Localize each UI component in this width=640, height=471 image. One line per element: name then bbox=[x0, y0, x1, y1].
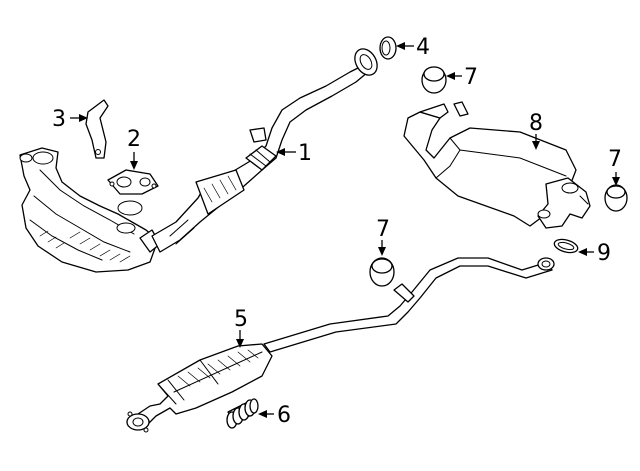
callout-8: 8 bbox=[529, 111, 543, 136]
muffler bbox=[403, 101, 591, 229]
exhaust-manifold bbox=[19, 147, 161, 273]
callout-9: 9 bbox=[597, 241, 611, 266]
callout-7-right: 7 bbox=[608, 147, 622, 172]
manifold-gasket bbox=[107, 169, 159, 195]
catalytic-converter-pipe bbox=[126, 343, 273, 433]
callout-3: 3 bbox=[52, 107, 66, 132]
callout-7-upper: 7 bbox=[464, 65, 478, 90]
tailpipe-gasket bbox=[553, 238, 579, 254]
flange-gasket bbox=[379, 36, 397, 60]
front-exhaust-pipe bbox=[151, 48, 378, 253]
intermediate-pipe bbox=[263, 257, 555, 353]
callout-leaders bbox=[70, 42, 620, 418]
callout-6: 6 bbox=[277, 403, 291, 428]
callout-1: 1 bbox=[298, 141, 312, 166]
callout-labels: 1 2 3 4 5 6 7 7 7 8 9 bbox=[52, 35, 622, 428]
rubber-hanger-upper bbox=[421, 66, 447, 94]
rubber-hanger-right bbox=[604, 184, 628, 212]
rubber-hanger-middle bbox=[369, 257, 395, 287]
callout-2: 2 bbox=[127, 127, 141, 152]
callout-5: 5 bbox=[234, 307, 248, 332]
callout-4: 4 bbox=[416, 35, 430, 60]
flex-coupling bbox=[226, 398, 259, 429]
heat-shield-bracket bbox=[85, 99, 109, 159]
callout-7-middle: 7 bbox=[376, 217, 390, 242]
